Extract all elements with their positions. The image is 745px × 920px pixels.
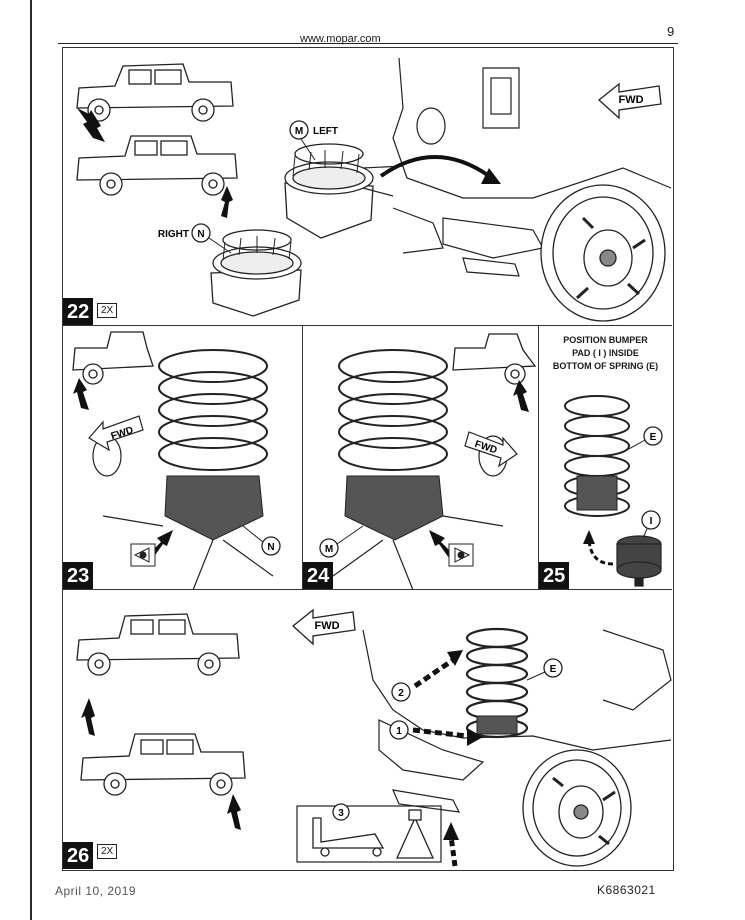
fwd-label: FWD	[618, 94, 643, 106]
jeep-truck-icon	[80, 733, 246, 796]
step-24-panel: FWD M 24	[303, 326, 539, 590]
instruction-frame: M LEFT N RIGHT	[62, 47, 674, 871]
callout-3-number: 3	[338, 808, 344, 819]
step-23-number: 23	[63, 562, 94, 589]
pointer-arrow-icon	[221, 186, 233, 218]
site-url: www.mopar.com	[300, 33, 381, 45]
jeep-truck-icon	[76, 63, 234, 122]
callout-m-letter: M	[325, 544, 333, 555]
pointer-arrow-icon	[73, 378, 89, 410]
spring-isolator-icon	[164, 475, 264, 541]
coil-spring-icon	[158, 349, 268, 471]
callout-i-letter: I	[650, 516, 653, 527]
step-26-illustration: 3	[76, 608, 672, 867]
step-24-number: 24	[303, 562, 334, 589]
brake-rotor-icon	[522, 749, 632, 867]
step-23-illustration: FWD N	[72, 331, 281, 589]
jeep-truck-icon	[72, 331, 154, 385]
bumper-pad-inside	[576, 475, 618, 511]
jeep-truck-icon	[452, 333, 537, 385]
callout-right-text: RIGHT	[158, 229, 189, 240]
install-arrow-icon	[379, 155, 491, 178]
callout-m-circle	[319, 538, 339, 558]
page-number: 9	[667, 24, 675, 39]
callout-n-letter: N	[267, 542, 274, 553]
callout-n-circle	[191, 223, 211, 243]
step-26-number: 26	[63, 842, 94, 869]
step-24-illustration: FWD M	[319, 333, 537, 589]
callout-left-text: LEFT	[313, 126, 338, 137]
step-22-illustration: M LEFT N RIGHT	[76, 57, 672, 322]
pointer-arrow-icon	[227, 794, 241, 830]
callout-e-circle	[543, 658, 563, 678]
jack-stand-icon	[395, 809, 435, 859]
step-23-panel: FWD N 23	[63, 326, 303, 590]
header-rule	[58, 43, 678, 44]
callout-e-letter: E	[550, 664, 557, 675]
callout-n-letter: N	[197, 229, 204, 240]
callout-1-number: 1	[396, 726, 402, 737]
pointer-arrow-icon	[77, 108, 105, 142]
step-26-quantity: 2X	[97, 844, 118, 859]
step-1-arrow-icon	[412, 727, 468, 739]
callout-m-circle	[289, 120, 309, 140]
step-25-illustration: E I	[564, 395, 663, 587]
brake-rotor-icon	[540, 184, 666, 322]
footer-date: April 10, 2019	[55, 884, 137, 898]
eye-view-icon	[448, 543, 474, 567]
pointer-arrow-icon	[429, 530, 453, 558]
coil-spring-icon	[338, 349, 448, 471]
step-22-quantity: 2X	[97, 303, 118, 318]
caption-line-2: PAD ( I ) INSIDE	[572, 348, 639, 358]
bumper-pad-icon	[616, 535, 662, 587]
callout-2-number: 2	[398, 688, 404, 699]
step-25-number: 25	[539, 562, 570, 589]
jeep-truck-icon	[76, 135, 238, 196]
step-26-panel: 3	[63, 590, 672, 869]
floor-jack-icon	[312, 817, 385, 857]
spring-isolator-icon	[284, 143, 374, 239]
step-2-arrow-icon	[413, 657, 455, 689]
caption-line-1: POSITION BUMPER	[563, 335, 648, 345]
fwd-arrow-icon: FWD	[291, 608, 356, 646]
footer-code: K6863021	[597, 883, 656, 897]
callout-e-circle	[643, 426, 663, 446]
fwd-arrow-icon: FWD	[464, 431, 518, 468]
callout-i-circle	[641, 510, 661, 530]
fwd-label: FWD	[314, 620, 339, 632]
pointer-arrow-icon	[513, 380, 529, 412]
step-25-caption: POSITION BUMPER PAD ( I ) INSIDE BOTTOM …	[539, 334, 672, 373]
callout-1-circle	[389, 720, 409, 740]
jeep-truck-icon	[76, 613, 240, 676]
eye-view-icon	[130, 543, 156, 567]
page-edge-line	[30, 0, 32, 920]
callout-m-letter: M	[295, 126, 303, 137]
bumper-pad-inside	[476, 715, 518, 735]
fwd-arrow-icon: FWD	[88, 415, 144, 452]
callout-e-letter: E	[650, 432, 657, 443]
suspension-assembly	[362, 57, 672, 277]
pointer-arrow-icon	[81, 698, 95, 736]
step-22-panel: M LEFT N RIGHT	[63, 48, 672, 326]
callout-2-circle	[391, 682, 411, 702]
callout-3-circle	[332, 803, 350, 821]
fwd-arrow-icon: FWD	[597, 82, 662, 120]
spring-isolator-icon	[344, 475, 444, 541]
spring-isolator-icon	[210, 229, 302, 317]
callout-n-circle	[261, 536, 281, 556]
jack-lift-arrow-icon	[448, 835, 458, 867]
step-25-panel: POSITION BUMPER PAD ( I ) INSIDE BOTTOM …	[539, 326, 672, 590]
caption-line-3: BOTTOM OF SPRING (E)	[552, 361, 659, 371]
step-22-number: 22	[63, 298, 94, 325]
